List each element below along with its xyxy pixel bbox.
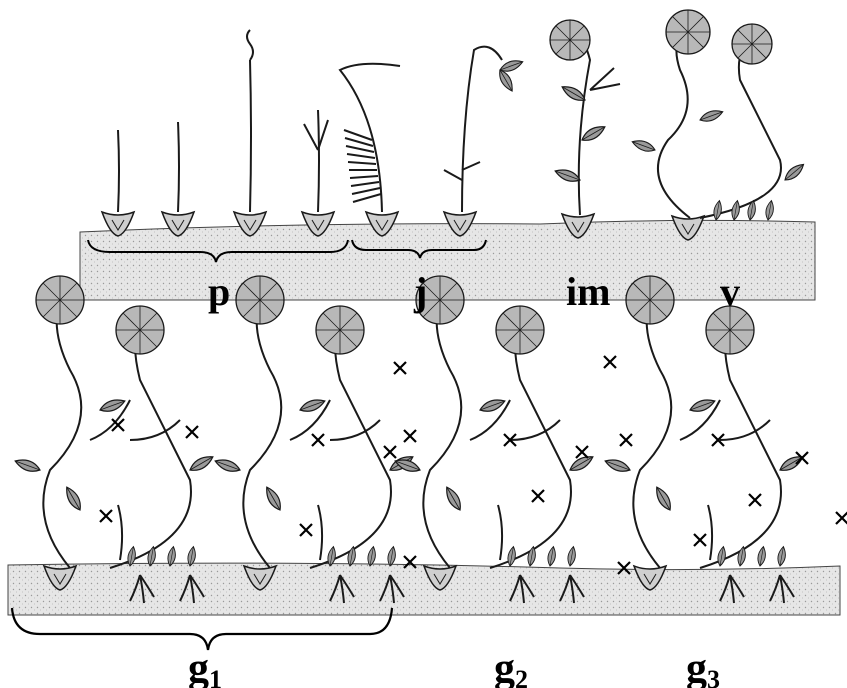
stem — [247, 30, 253, 60]
stem — [350, 176, 378, 178]
stem — [590, 68, 620, 90]
cut-mark-icon — [186, 426, 198, 438]
leaf-icon — [653, 485, 675, 513]
leaf-icon — [386, 546, 397, 567]
stem — [700, 40, 781, 218]
cut-mark-icon — [384, 446, 396, 458]
leaf-icon — [263, 485, 285, 513]
cut-mark-icon — [749, 494, 761, 506]
cut-mark-icon — [312, 434, 324, 446]
cut-mark-icon — [836, 512, 847, 524]
cut-mark-icon — [604, 356, 616, 368]
leaf-icon — [604, 456, 632, 474]
leaf-icon — [566, 546, 577, 567]
leaf-icon — [214, 456, 242, 474]
leaf-icon — [730, 200, 741, 221]
label-g1-sub: 1 — [209, 665, 222, 688]
label-g3-base: g — [686, 646, 707, 688]
leaf-icon — [506, 546, 517, 567]
cut-mark-icon — [532, 490, 544, 502]
stem — [633, 300, 671, 568]
label-g2-base: g — [494, 646, 515, 688]
cut-mark-icon — [576, 446, 588, 458]
leaf-icon — [63, 485, 85, 513]
stem — [658, 30, 690, 218]
stem — [330, 420, 380, 440]
label-j: j — [413, 269, 427, 314]
stem — [304, 120, 328, 150]
soil-band-bottom — [8, 563, 840, 615]
cut-mark-icon — [620, 434, 632, 446]
stem — [462, 47, 502, 212]
stem — [118, 130, 119, 212]
leaf-icon — [14, 456, 42, 474]
label-v: v — [720, 269, 740, 314]
cut-mark-icon — [694, 534, 706, 546]
stem — [347, 154, 375, 158]
label-g1: g1 — [188, 646, 222, 688]
leaf-icon — [716, 546, 727, 567]
cut-mark-icon — [394, 362, 406, 374]
cut-mark-icon — [404, 430, 416, 442]
stem — [130, 420, 180, 440]
stem — [250, 60, 251, 212]
leaf-icon — [756, 546, 767, 567]
leaf-icon — [698, 108, 724, 125]
stem — [346, 146, 374, 152]
stem — [708, 505, 712, 560]
leaf-icon — [554, 166, 582, 184]
label-p: p — [208, 269, 230, 314]
leaf-icon — [782, 161, 806, 183]
stem — [510, 420, 560, 440]
stem — [351, 182, 379, 186]
stem — [243, 300, 281, 568]
label-g2: g2 — [494, 646, 528, 688]
stem — [318, 110, 319, 212]
leaf-icon — [188, 453, 216, 475]
stem — [43, 300, 81, 568]
stem — [118, 505, 122, 560]
leaf-icon — [764, 200, 775, 221]
leaf-icon — [631, 138, 657, 155]
cut-mark-icon — [100, 510, 112, 522]
stem — [348, 162, 376, 164]
stem — [720, 420, 770, 440]
leaf-icon — [712, 200, 723, 221]
stem — [352, 188, 380, 194]
leaf-icon — [776, 546, 787, 567]
label-g3-sub: 3 — [707, 665, 720, 688]
leaf-icon — [580, 123, 608, 145]
stem — [178, 122, 179, 212]
label-g1-base: g — [188, 646, 209, 688]
stem — [498, 505, 502, 560]
label-g2-sub: 2 — [515, 665, 528, 688]
label-im: im — [566, 269, 610, 314]
leaf-icon — [546, 546, 557, 567]
label-g3: g3 — [686, 646, 720, 688]
stem — [318, 505, 322, 560]
leaf-icon — [568, 453, 596, 475]
leaf-icon — [443, 485, 465, 513]
stem — [423, 300, 461, 568]
stem — [353, 194, 381, 202]
cut-mark-icon — [300, 524, 312, 536]
